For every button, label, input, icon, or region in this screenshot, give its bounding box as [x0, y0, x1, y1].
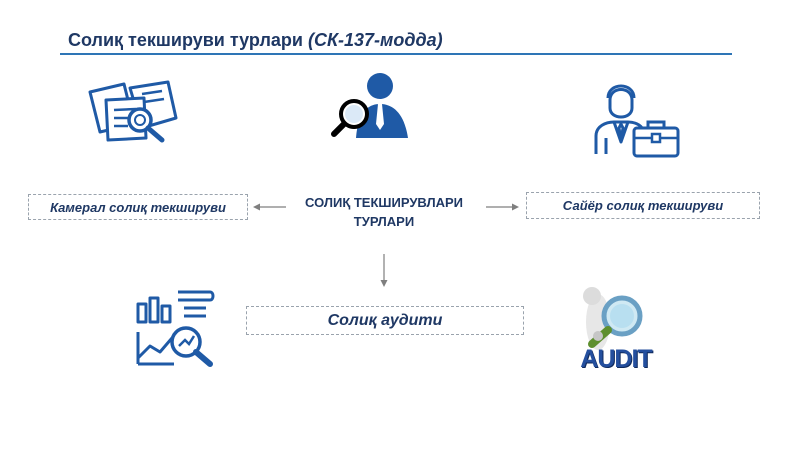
desk-tax-audit-box: Камерал солиқ текшируви: [28, 194, 248, 220]
center-label-line1: СОЛИҚ ТЕКШИРУВЛАРИ: [305, 195, 463, 210]
title-main: Солиқ текшируви турлари: [68, 30, 308, 50]
field-tax-audit-box: Сайёр солиқ текшируви: [526, 192, 760, 219]
title-underline: [60, 53, 732, 55]
page-title: Солиқ текшируви турлари (СК-137-модда): [68, 30, 443, 51]
desk-tax-audit-label: Камерал солиқ текшируви: [50, 199, 226, 215]
title-article: (СК-137-модда): [307, 30, 443, 50]
inspector-magnifier-icon: [331, 73, 408, 138]
arrow-right: [486, 203, 519, 211]
tax-audit-box: Солиқ аудити: [246, 306, 524, 335]
center-label-line2: ТУРЛАРИ: [353, 214, 415, 229]
inspection-types-label: СОЛИҚ ТЕКШИРУВЛАРИ ТУРЛАРИ: [284, 193, 484, 231]
analytics-magnifier-icon: [136, 290, 215, 367]
tax-audit-label: Солиқ аудити: [327, 311, 443, 329]
audit-logo-icon: [583, 287, 643, 350]
audit-logo-text: AUDIT: [580, 345, 652, 373]
documents-magnifier-icon: [88, 80, 178, 143]
businessman-briefcase-icon: [594, 84, 680, 158]
field-tax-audit-label: Сайёр солиқ текшируви: [562, 198, 724, 213]
arrow-down: [380, 254, 388, 287]
arrow-left: [253, 203, 286, 211]
